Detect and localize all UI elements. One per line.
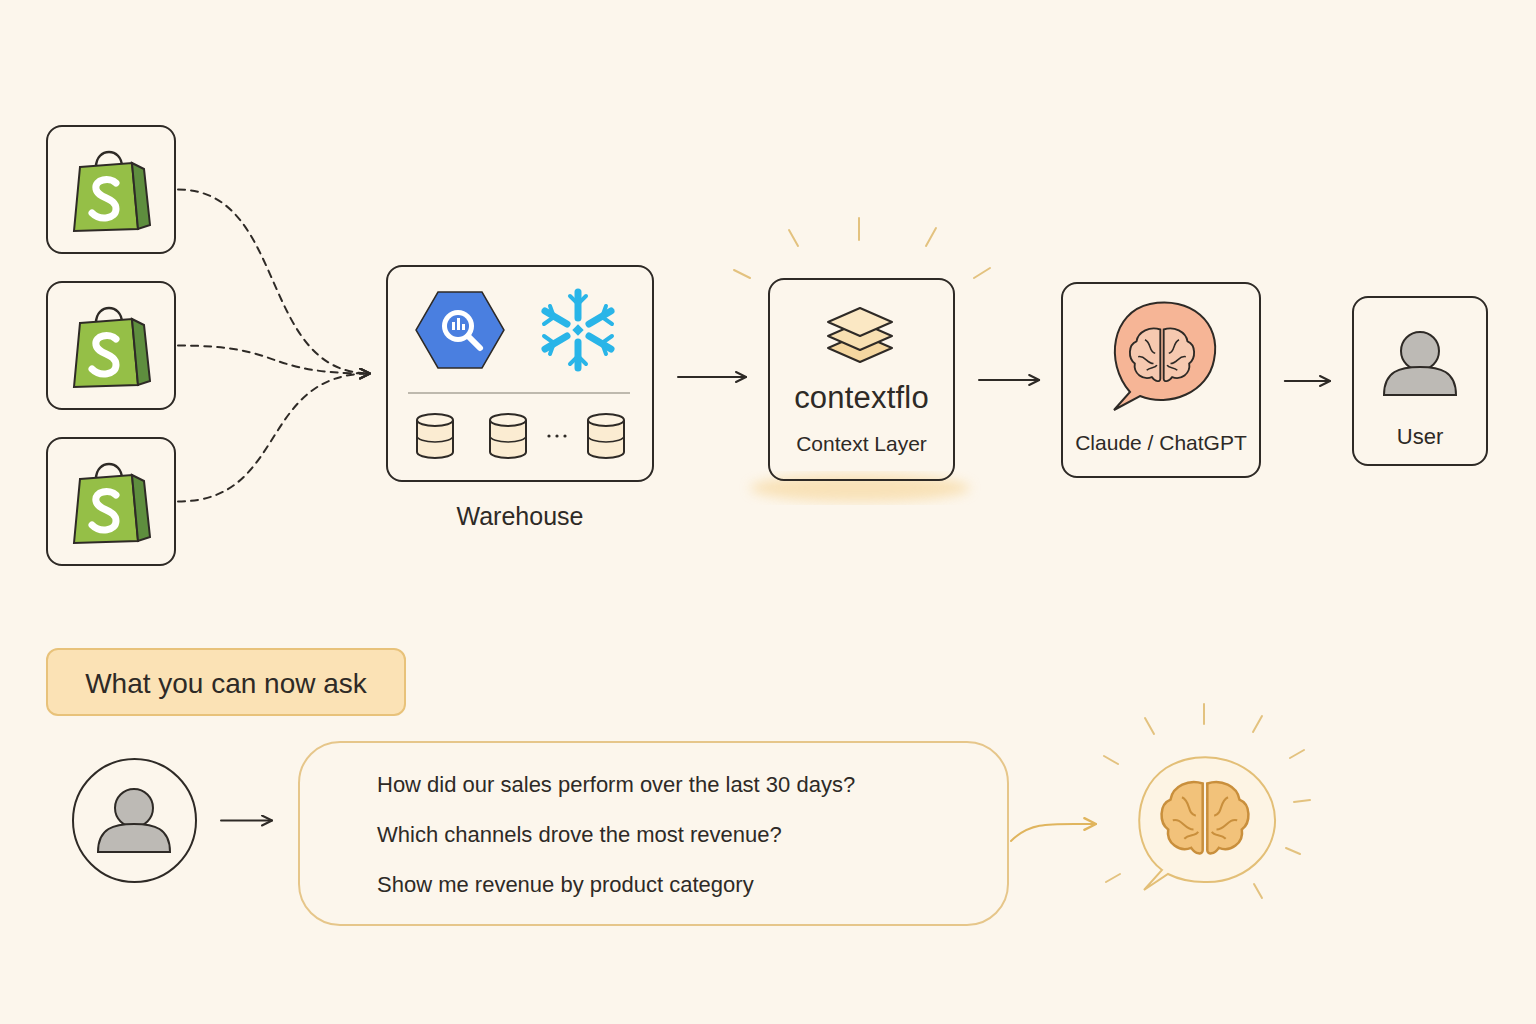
glow-rays	[734, 218, 990, 278]
flow-arrow	[178, 346, 370, 374]
flow-arrow	[678, 376, 746, 378]
glow-rays	[1104, 704, 1310, 898]
context-layer-box: contextfloContext Layer	[768, 278, 955, 481]
node-text: Show me revenue by product category	[377, 872, 754, 898]
node-text: User	[1354, 424, 1486, 450]
llm-box: Claude / ChatGPT	[1061, 282, 1261, 478]
layers-icon	[828, 308, 892, 362]
database-icon	[417, 414, 453, 458]
node-text: Claude / ChatGPT	[1063, 430, 1259, 455]
llm-icon	[1114, 303, 1215, 410]
node-text: Warehouse	[388, 501, 652, 531]
snowflake-icon	[544, 292, 612, 368]
user-box: User	[1352, 296, 1488, 466]
source-box	[46, 281, 176, 410]
answer-bubble	[1132, 752, 1278, 894]
user-icon	[1384, 332, 1456, 395]
node-text: How did our sales perform over the last …	[377, 772, 855, 798]
database-icon	[490, 414, 526, 458]
user-icon	[98, 789, 170, 852]
shopify-icon	[74, 152, 150, 231]
speech-outline	[1139, 757, 1275, 890]
flow-arrow	[178, 190, 370, 374]
brain-icon	[1162, 782, 1249, 853]
shopify-icon	[74, 464, 150, 543]
shopify-icon	[74, 308, 150, 387]
flow-arrow	[979, 379, 1039, 381]
flow-arrow	[178, 374, 370, 502]
divider-line	[408, 392, 630, 394]
source-box	[46, 125, 176, 254]
section-heading: What you can now ask	[46, 648, 406, 716]
speech-outline	[1132, 752, 1278, 894]
node-text: Context Layer	[770, 431, 953, 456]
flow-arrow	[1011, 824, 1096, 841]
node-text: What you can now ask	[48, 667, 404, 701]
bigquery-icon	[416, 292, 504, 368]
flow-arrow	[221, 820, 272, 822]
questions-bubble: How did our sales perform over the last …	[298, 741, 1009, 926]
user-circle	[72, 758, 197, 883]
database-icon	[588, 414, 624, 458]
flow-arrow	[1285, 380, 1330, 382]
warehouse-box: Warehouse	[386, 265, 654, 482]
source-box	[46, 437, 176, 566]
ellipsis-dots	[547, 434, 566, 437]
node-text: contextflo	[770, 379, 953, 416]
glow	[750, 474, 970, 502]
node-text: Which channels drove the most revenue?	[377, 822, 782, 848]
